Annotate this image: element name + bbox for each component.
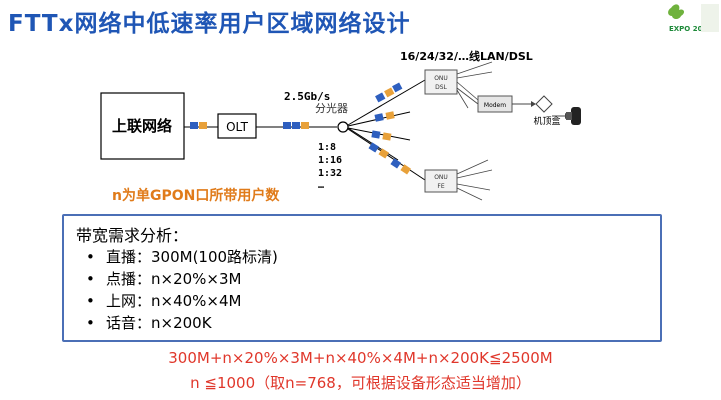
branch-packets xyxy=(368,82,411,175)
splitter-node xyxy=(337,121,349,133)
onu-fe-label: ONU xyxy=(434,174,448,181)
packet-orange xyxy=(301,122,309,129)
list-item: •话音：n×200K xyxy=(86,314,212,332)
onu-dsl-box xyxy=(424,69,458,95)
page-title: FTTx网络中低速率用户区域网络设计 xyxy=(8,11,411,37)
tv-icon xyxy=(566,107,581,125)
expo-2010-logo: EXPO 2010 xyxy=(661,0,721,40)
lan-dsl-label: 16/24/32/…线LAN/DSL xyxy=(400,49,533,63)
olt-label: OLT xyxy=(226,120,248,134)
formula-line-2: n ≦1000（取n=768，可根据设备形态适当增加） xyxy=(190,374,531,392)
list-item: •上网：n×40%×4M xyxy=(86,292,242,310)
packet-blue xyxy=(292,122,300,129)
ratio-label: 1:16 xyxy=(318,155,342,166)
packet-blue xyxy=(190,122,198,129)
packet-blue xyxy=(283,122,291,129)
onu-dsl-label: ONU xyxy=(434,75,448,82)
ratio-label: 1:8 xyxy=(318,142,336,153)
analysis-title: 带宽需求分析： xyxy=(76,226,189,245)
analysis-list: •直播：300M(100路标清) •点播：n×20%×3M •上网：n×40%×… xyxy=(84,246,278,334)
diagram-caption: n为单GPON口所带用户数 xyxy=(112,187,280,204)
list-item: •点播：n×20%×3M xyxy=(86,270,242,288)
ratio-label: … xyxy=(318,180,324,191)
onu-dsl-label: DSL xyxy=(435,84,447,91)
stb-label: 机顶盒 xyxy=(533,115,560,127)
list-item: •直播：300M(100路标清) xyxy=(86,248,278,266)
network-diagram: 上联网络 OLT 2.5Gb/s 分光器 1:8 1:16 1:32 … 16/… xyxy=(100,49,581,204)
bandwidth-analysis-box: 带宽需求分析： •直播：300M(100路标清) •点播：n×20%×3M •上… xyxy=(62,214,662,342)
olt-box xyxy=(217,113,257,139)
formula-line-1: 300M+n×20%×3M+n×40%×4M+n×200K≦2500M xyxy=(168,349,553,367)
onu-fe-box xyxy=(424,169,458,193)
ratio-label: 1:32 xyxy=(318,168,342,179)
logo-text: EXPO 2010 xyxy=(669,25,712,33)
uplink-network-box xyxy=(100,92,185,160)
uplink-network-label: 上联网络 xyxy=(112,117,172,135)
speed-label: 2.5Gb/s xyxy=(284,90,330,103)
stb-icon xyxy=(535,95,553,113)
modem-label: Modem xyxy=(484,102,506,109)
packet-orange xyxy=(199,122,207,129)
splitter-label: 分光器 xyxy=(315,101,348,115)
onu-fe-label: FE xyxy=(437,183,444,190)
